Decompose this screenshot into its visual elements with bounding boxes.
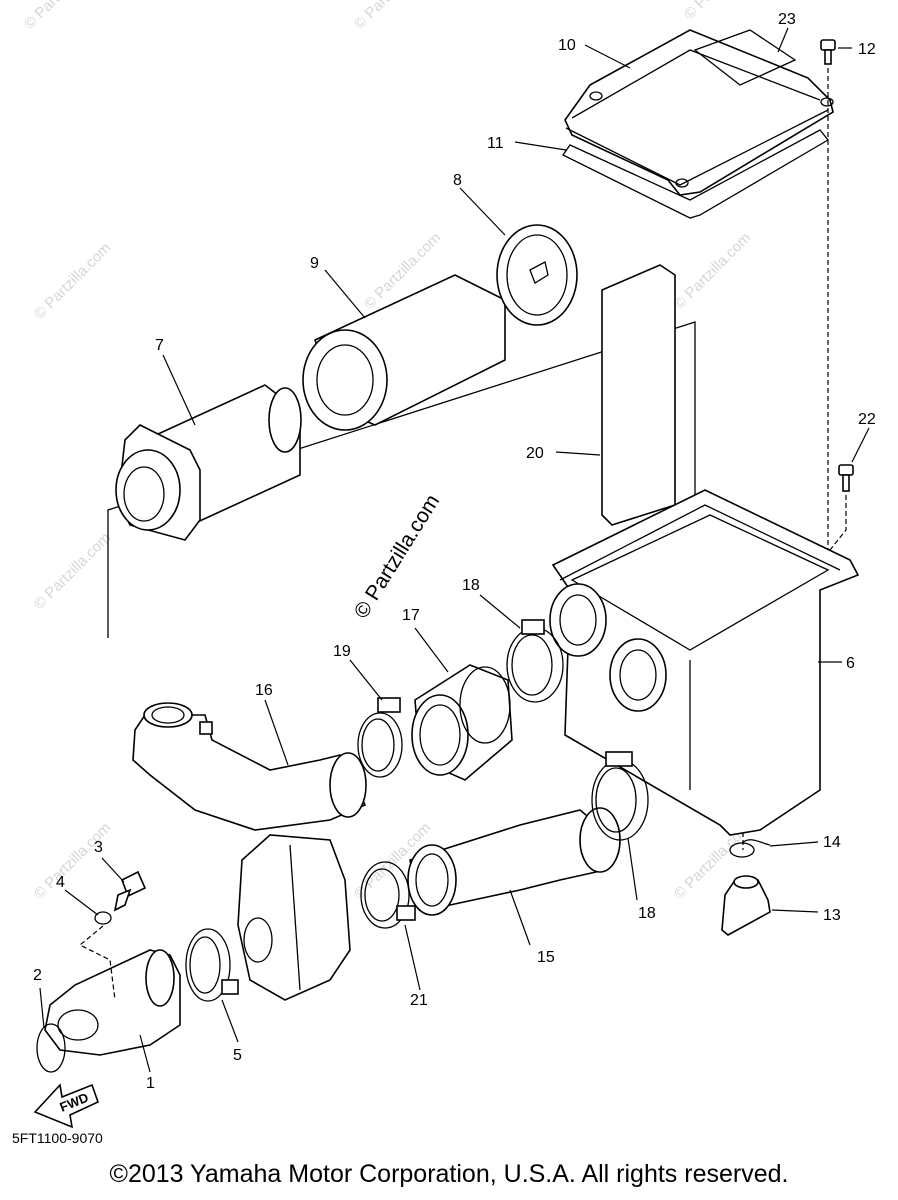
callout-numbers: 1 2 3 4 5 6 7 8 9 10 11 12 13 14 15 16 1… [33, 11, 876, 1092]
hose-clamp-19 [357, 697, 403, 778]
leader-lines [39, 27, 870, 1073]
callout-23: 23 [778, 11, 796, 28]
callout-3: 3 [94, 839, 103, 856]
watermark: © Partzilla.com [21, 0, 104, 33]
watermark: © Partzilla.com [351, 0, 434, 33]
air-box-case [549, 489, 860, 836]
callout-13: 13 [823, 907, 841, 924]
watermark: © Partzilla.com [31, 239, 114, 322]
rubber-joint-17 [411, 664, 513, 781]
callout-4: 4 [56, 874, 65, 891]
callout-16: 16 [255, 682, 273, 699]
filter-element [115, 384, 302, 541]
intake-port-lower [609, 638, 667, 712]
bolt-12 [820, 39, 836, 65]
callout-18-upper: 18 [462, 577, 480, 594]
watermark: © Partzilla.com [671, 229, 754, 312]
drain-cap-13 [721, 875, 771, 936]
hose-clamp-21 [360, 861, 416, 929]
watermark: © Partzilla.com [31, 529, 114, 612]
callout-2: 2 [33, 967, 42, 984]
carb-joint-15 [407, 807, 621, 916]
intake-port-upper [549, 583, 607, 657]
callout-7: 7 [155, 337, 164, 354]
callout-21: 21 [410, 992, 428, 1009]
intake-manifold-1 [44, 949, 181, 1056]
callout-8: 8 [453, 172, 462, 189]
callout-12: 12 [858, 41, 876, 58]
callout-11: 11 [487, 135, 504, 152]
callout-6: 6 [846, 655, 855, 672]
hose-clamp-18-upper [506, 619, 564, 703]
bolt-22 [838, 464, 854, 492]
hose-clamp-18-lower [591, 751, 649, 841]
air-box-cover [564, 29, 834, 196]
hose-clamp-5 [185, 928, 239, 1002]
callout-5: 5 [233, 1047, 242, 1064]
screw-3 [113, 870, 147, 912]
box-plate [601, 264, 676, 526]
drain-clip-14 [729, 839, 771, 858]
callout-20: 20 [526, 445, 544, 462]
assembly-outline [107, 321, 696, 638]
watermark: © Partzilla.com [681, 0, 764, 23]
intake-duct-16 [132, 702, 367, 831]
callout-14: 14 [823, 834, 841, 851]
callout-19: 19 [333, 643, 351, 660]
callout-9: 9 [310, 255, 319, 272]
washer-4 [94, 911, 112, 925]
alignment-line-22 [829, 495, 847, 551]
center-watermark: © Partzilla.com [350, 490, 444, 622]
fwd-arrow-icon: FWD [33, 1083, 99, 1129]
callout-15: 15 [537, 949, 555, 966]
callout-18-lower: 18 [638, 905, 656, 922]
o-ring-2 [36, 1023, 66, 1073]
carburetor-body [237, 834, 351, 1001]
callout-22: 22 [858, 411, 876, 428]
callout-1: 1 [146, 1075, 155, 1092]
copyright-notice: ©2013 Yamaha Motor Corporation, U.S.A. A… [109, 1160, 789, 1188]
filter-cap [496, 224, 578, 326]
callout-10: 10 [558, 37, 576, 54]
alignment-line-4 [78, 925, 116, 1001]
cover-seal [562, 129, 829, 219]
cover-label-plate [693, 29, 797, 86]
callout-17: 17 [402, 607, 420, 624]
filter-foam [302, 274, 506, 431]
watermark: © Partzilla.com [31, 819, 114, 902]
drawing-code: 5FT1100-9070 [12, 1130, 103, 1146]
